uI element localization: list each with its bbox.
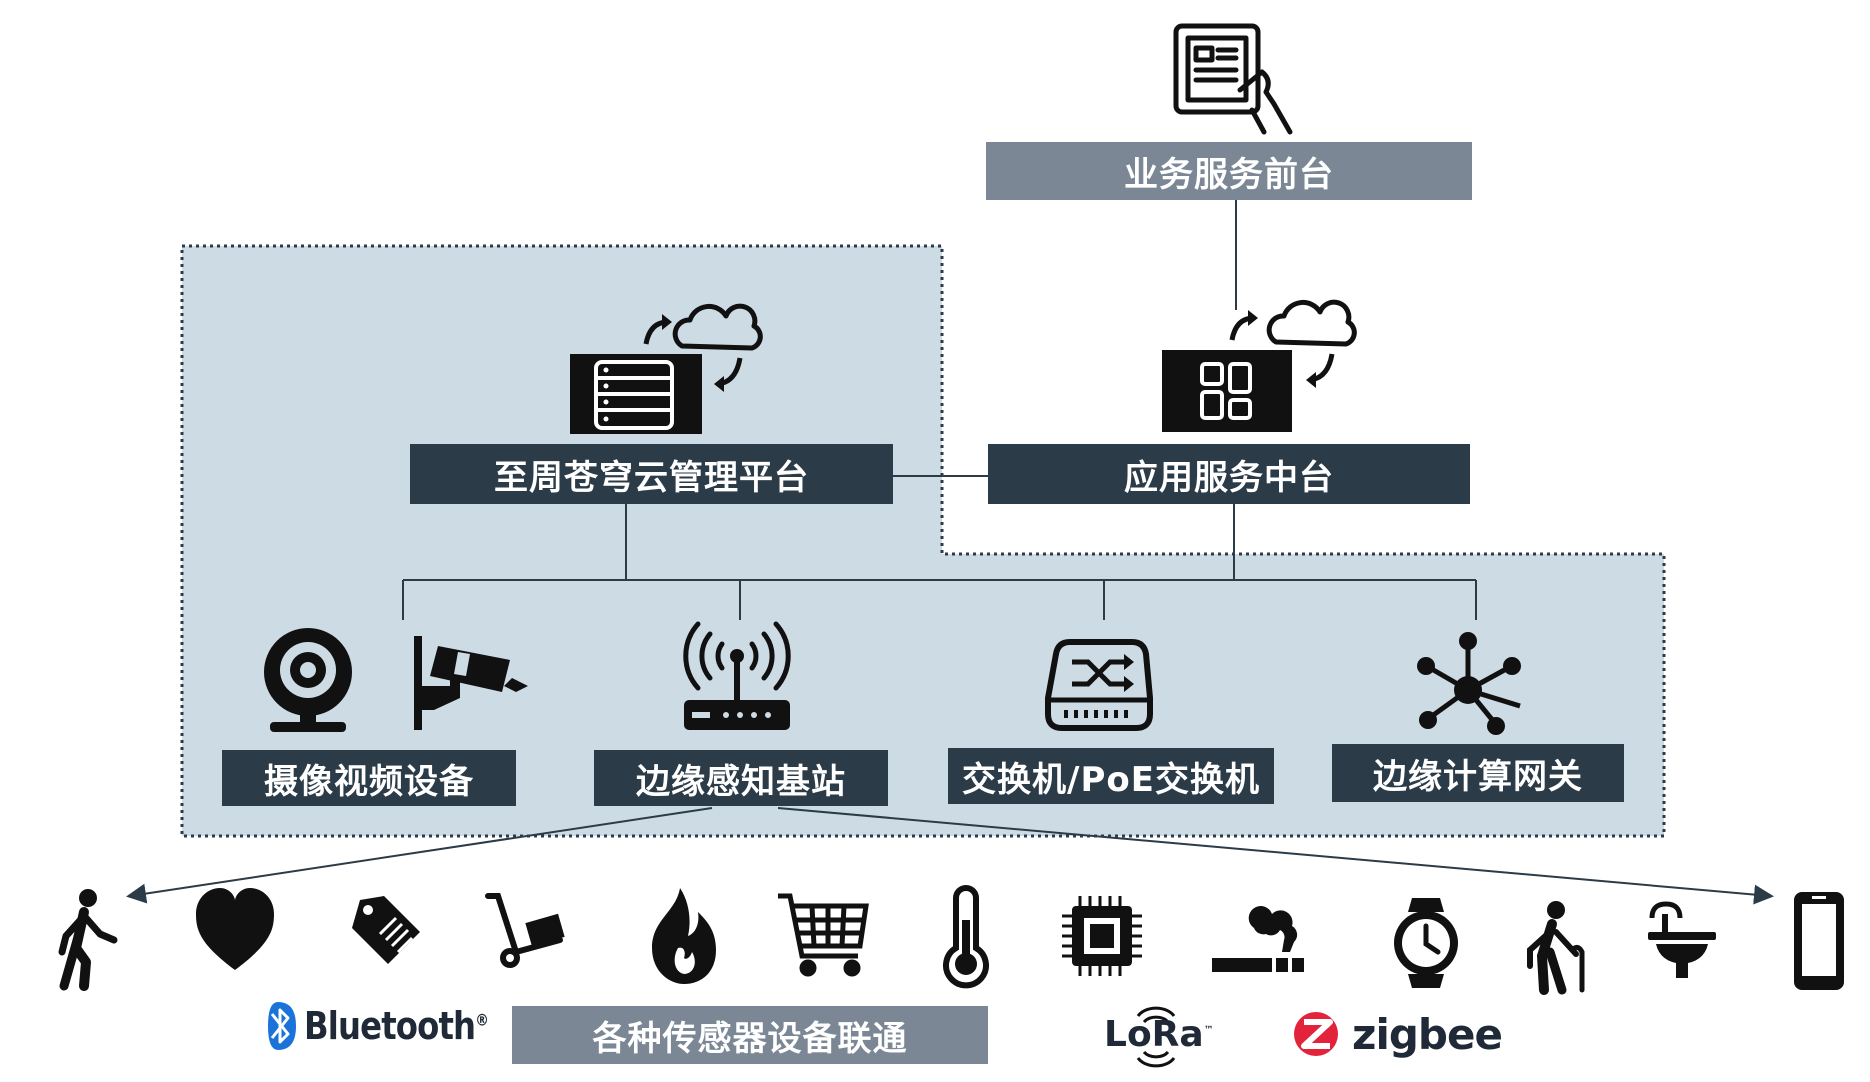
switch-label: 交换机/PoE交换机	[948, 748, 1274, 804]
smoking-icon	[1212, 906, 1304, 972]
bluetooth-logo	[268, 1002, 296, 1050]
dashboard-cloud-icon	[1162, 299, 1357, 432]
smartphone-icon	[1794, 892, 1844, 990]
thermometer-icon	[943, 885, 989, 989]
zigbee-text: zigbee	[1352, 1010, 1503, 1059]
bluetooth-wordmark: Bluetooth	[304, 1004, 476, 1048]
lora-wordmark: LoRa	[1104, 1014, 1204, 1055]
sensor-connect-label: 各种传感器设备联通	[512, 1006, 988, 1064]
network-nodes-icon	[1417, 632, 1521, 735]
hand-truck-icon	[485, 893, 565, 968]
zigbee-logo	[1294, 1012, 1338, 1056]
bluetooth-registered-mark: ®	[475, 1010, 489, 1030]
heart-icon	[196, 888, 274, 970]
edge-region	[180, 244, 1666, 838]
business-front-label: 业务服务前台	[986, 142, 1472, 200]
chip-icon	[1062, 896, 1142, 976]
app-middle-label: 应用服务中台	[988, 444, 1470, 504]
sink-icon	[1648, 901, 1716, 978]
switch-icon	[1045, 639, 1153, 731]
router-icon	[683, 621, 791, 730]
lora-logo	[1136, 1006, 1176, 1068]
bluetooth-text: Bluetooth®	[304, 1004, 489, 1048]
shopping-cart-icon	[778, 893, 869, 977]
walking-person-icon	[58, 889, 118, 991]
cloud-platform-label: 至周苍穹云管理平台	[410, 444, 893, 504]
server-cloud-icon	[570, 303, 763, 434]
webcam-icon	[264, 628, 352, 732]
elderly-person-icon	[1527, 901, 1585, 995]
lora-trademark: ™	[1203, 1025, 1214, 1036]
surveillance-camera-icon	[414, 636, 528, 730]
connector-lines	[126, 200, 1774, 905]
edge-station-label: 边缘感知基站	[594, 750, 888, 806]
camera-devices-label: 摄像视频设备	[222, 750, 516, 806]
fire-icon	[652, 888, 716, 984]
lora-text: LoRa™	[1104, 1014, 1214, 1055]
tag-icon	[352, 896, 420, 964]
tablet-hand-icon	[1173, 23, 1293, 135]
watch-icon	[1394, 898, 1458, 988]
edge-gateway-label: 边缘计算网关	[1332, 744, 1624, 802]
